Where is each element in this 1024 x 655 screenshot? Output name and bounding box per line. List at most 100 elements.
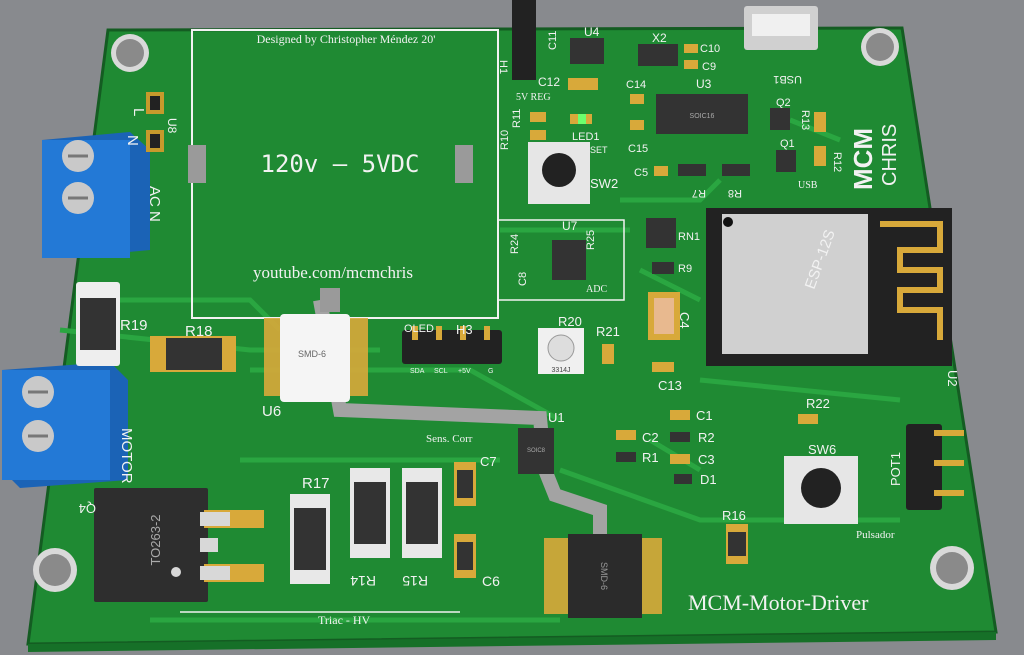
- ref-r9: R9: [678, 263, 692, 275]
- label-adc: ADC: [586, 284, 607, 295]
- ref-d1: D1: [700, 472, 717, 487]
- ref-q2: Q2: [776, 97, 791, 109]
- u6-optocoupler: [264, 314, 368, 402]
- pot1-header: [906, 424, 964, 510]
- label-5v-reg: 5V REG: [516, 92, 551, 103]
- svg-text:CHRIS: CHRIS: [879, 124, 901, 186]
- ref-c3: C3: [698, 452, 715, 467]
- ref-sw2: SW2: [590, 176, 618, 191]
- ref-u7: U7: [562, 219, 578, 233]
- ref-c11: C11: [547, 31, 559, 50]
- pin-g: G: [488, 368, 493, 375]
- q4-triac: [94, 488, 264, 602]
- ref-r20: R20: [558, 314, 582, 329]
- ref-c1: C1: [696, 408, 713, 423]
- label-usb: USB: [798, 180, 818, 191]
- u5-package: SMD-6: [599, 562, 609, 590]
- ref-h3: H3: [456, 322, 473, 337]
- u7-adc-chip: [552, 240, 586, 280]
- label-l: L: [130, 108, 147, 116]
- ref-pot1: POT1: [888, 452, 903, 486]
- pcb-edge: [28, 632, 996, 652]
- esp-module: [706, 208, 952, 366]
- pin-scl: SCL: [434, 368, 448, 375]
- oled-header: [402, 326, 502, 364]
- sw2-button[interactable]: [528, 142, 590, 204]
- ref-r2: R2: [698, 430, 715, 445]
- r20-trimmer[interactable]: [538, 328, 584, 374]
- ref-c10: C10: [700, 43, 720, 55]
- ref-u1: U1: [548, 410, 565, 425]
- u6-package: SMD-6: [298, 349, 326, 359]
- q4-package: TO263-2: [148, 514, 163, 565]
- label-set: SET: [590, 145, 608, 155]
- u4-regulator: [570, 38, 604, 64]
- mounting-holes: [33, 28, 974, 592]
- ref-c13: C13: [658, 378, 682, 393]
- psu-label: 120v – 5VDC: [261, 150, 420, 178]
- lower-optocoupler: [544, 534, 662, 618]
- ref-r10: R10: [499, 130, 511, 150]
- ref-r14: R14: [350, 573, 376, 589]
- ref-x2: X2: [652, 31, 667, 45]
- ref-r16: R16: [722, 508, 746, 523]
- svg-text:MCM: MCM: [848, 128, 878, 190]
- ref-r17: R17: [302, 475, 330, 492]
- ref-c6: C6: [482, 573, 500, 589]
- ref-c9: C9: [702, 61, 716, 73]
- r18-resistor: [150, 336, 236, 372]
- ref-usb1: USB1: [773, 73, 802, 85]
- x2-crystal: [638, 44, 678, 66]
- ref-r19: R19: [120, 317, 148, 334]
- youtube-link-text: youtube.com/mcmchris: [253, 263, 413, 282]
- pin-sda: SDA: [410, 368, 425, 375]
- board-title: MCM-Motor-Driver: [688, 590, 869, 615]
- ref-r15: R15: [402, 573, 428, 589]
- sw6-button[interactable]: [784, 456, 858, 524]
- ref-c5: C5: [634, 167, 648, 179]
- ref-c4: C4: [677, 312, 692, 329]
- ref-q4: Q4: [79, 501, 96, 516]
- ref-u3: U3: [696, 77, 712, 91]
- header-title: OLED: [404, 323, 434, 335]
- label-pulsador: Pulsador: [856, 529, 895, 541]
- ref-u8: U8: [165, 118, 179, 134]
- ref-r22: R22: [806, 396, 830, 411]
- ref-c2: C2: [642, 430, 659, 445]
- ref-c8: C8: [517, 272, 529, 286]
- r17-resistor: [290, 494, 330, 584]
- motor-terminal-block: [2, 362, 128, 488]
- ref-r21: R21: [596, 324, 620, 339]
- ac-terminal-block: [42, 132, 150, 258]
- ref-sw6: SW6: [808, 442, 836, 457]
- ref-r1: R1: [642, 450, 659, 465]
- ref-c15: C15: [628, 143, 648, 155]
- ref-r13: R13: [799, 110, 811, 130]
- label-ac-n: AC N: [146, 186, 163, 222]
- r15-resistor: [402, 468, 442, 558]
- pot-code: 3314J: [551, 367, 570, 374]
- mcm-logo: MCM CHRIS: [848, 124, 901, 190]
- rn1-resistor-network: [646, 218, 676, 248]
- ref-u4: U4: [584, 25, 600, 39]
- ref-c12: C12: [538, 75, 560, 89]
- r19-resistor: [76, 282, 120, 366]
- ref-r12: R12: [831, 152, 843, 172]
- ref-u2: U2: [945, 370, 960, 387]
- ref-q1: Q1: [780, 138, 795, 150]
- designer-credit: Designed by Christopher Méndez 20': [257, 32, 436, 46]
- ref-r11: R11: [511, 109, 523, 128]
- ref-led1: LED1: [572, 131, 600, 143]
- h1-header: [512, 0, 536, 80]
- usb-connector[interactable]: [744, 6, 818, 50]
- ref-r18: R18: [185, 323, 213, 340]
- pin-5v: +5V: [458, 368, 471, 375]
- label-n: N: [124, 135, 141, 146]
- ref-r25: R25: [585, 230, 597, 250]
- ref-c14: C14: [626, 79, 646, 91]
- label-motor: MOTOR: [118, 428, 135, 484]
- ref-r8: R8: [728, 187, 742, 199]
- ref-rn1: RN1: [678, 231, 700, 243]
- u1-current-sensor: [518, 428, 554, 474]
- r14-resistor: [350, 468, 390, 558]
